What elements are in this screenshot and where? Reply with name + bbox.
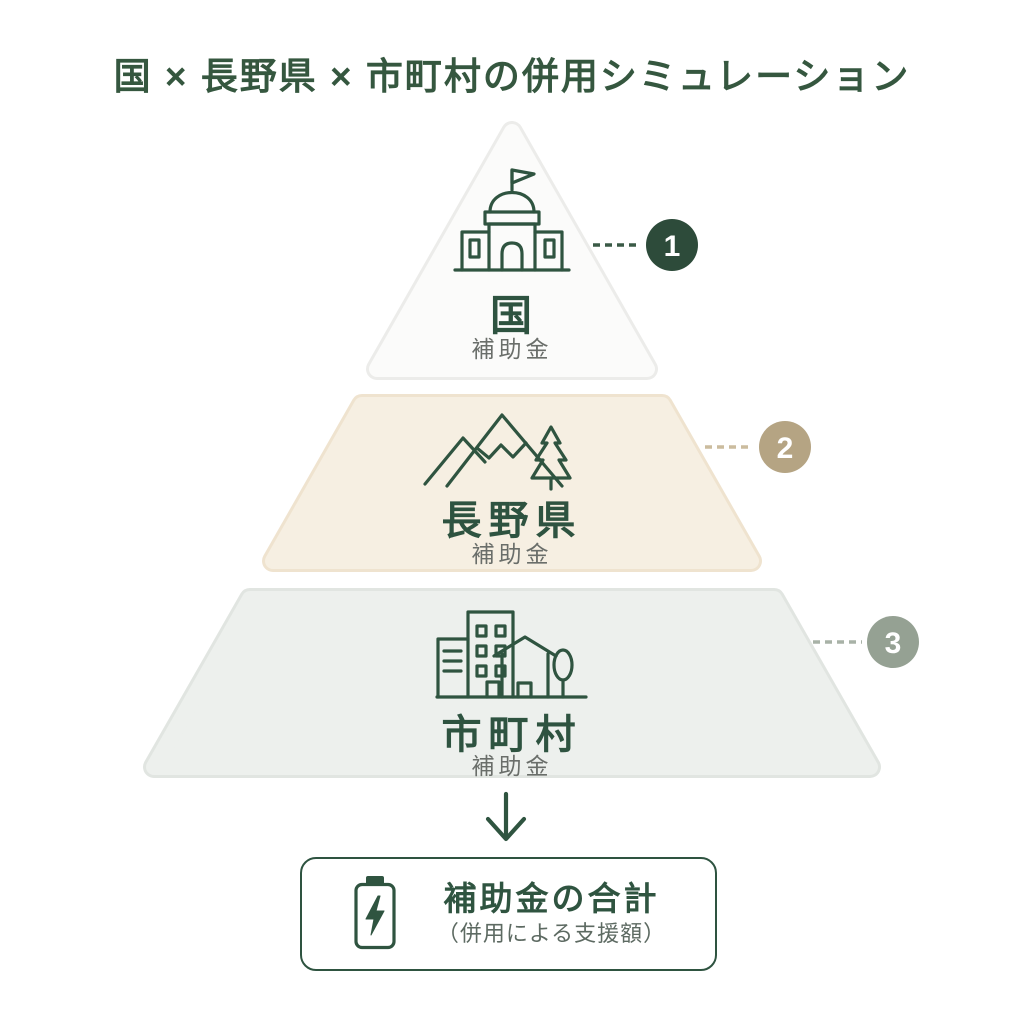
down-arrow-icon [485, 791, 527, 842]
level-1-label: 国 [489, 292, 534, 339]
mountain-tree-icon [423, 413, 572, 491]
pyramid-level-2-shape [262, 394, 762, 572]
badge-2-number: 2 [777, 432, 794, 465]
badge-1: 1 [646, 219, 698, 271]
badge-3: 3 [867, 616, 919, 668]
pyramid-level-1-shape [366, 121, 658, 380]
level-2-sublabel: 補助金 [471, 541, 553, 567]
government-building-icon [453, 168, 571, 272]
level-3-label: 市町村 [441, 713, 583, 757]
level-3-sublabel: 補助金 [471, 753, 553, 779]
total-label: 補助金の合計 [443, 880, 660, 917]
total-sublabel: （併用による支援額） [436, 921, 667, 946]
total-box: 補助金の合計 （併用による支援額） [300, 857, 717, 971]
level-1-sublabel: 補助金 [471, 336, 553, 362]
city-buildings-icon [435, 610, 588, 699]
badge-2: 2 [759, 421, 811, 473]
badge-1-number: 1 [664, 230, 681, 263]
badge-3-number: 3 [885, 627, 902, 660]
level-2-label: 長野県 [441, 499, 583, 543]
page-title: 国 × 長野県 × 市町村の併用シミュレーション [113, 56, 911, 97]
battery-charge-icon [354, 876, 396, 950]
